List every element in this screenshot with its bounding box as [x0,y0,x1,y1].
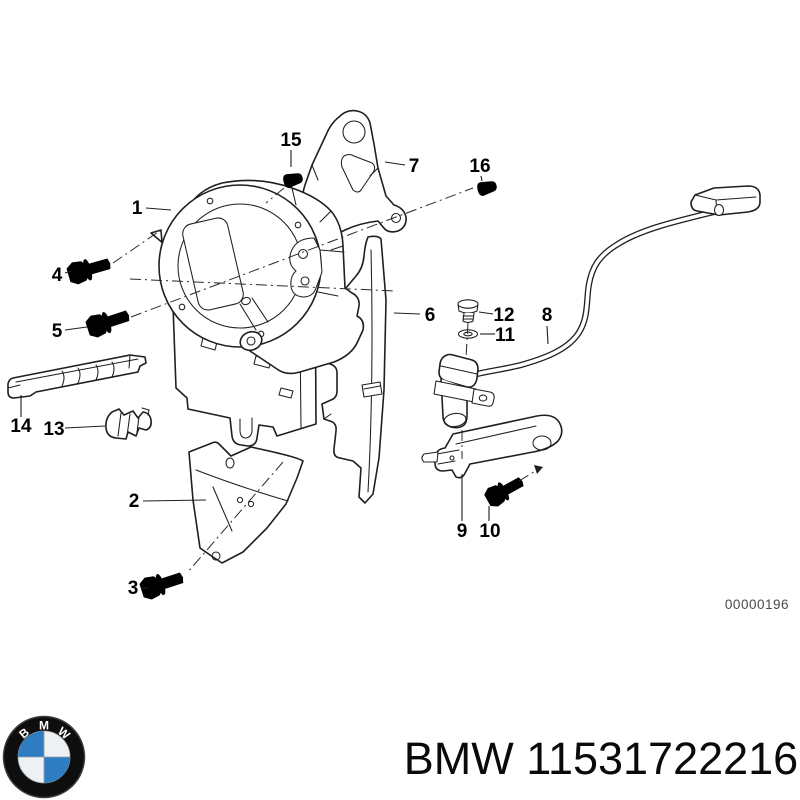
callout-7: 7 [409,156,420,177]
callout-9: 9 [457,521,468,542]
roundel-quadrant-blue-tl [18,731,44,757]
callout-10: 10 [479,521,500,542]
callout-3: 3 [128,578,139,599]
callout-13: 13 [43,419,64,440]
part-2-lower-cover [188,441,304,564]
callout-14: 14 [10,416,32,437]
callout-6: 6 [425,305,436,326]
part-14-rail [7,354,147,399]
callout-12: 12 [493,305,514,326]
part-9-sensor-and-bracket [421,353,563,479]
leader-lines [20,150,549,589]
logo-letter-m: M [39,719,49,733]
assembly-axis-lines [112,187,538,574]
part-16-dowel [475,178,499,197]
part-10-bolt [482,471,528,510]
callout-8: 8 [542,305,553,326]
part-8-sensor-cable [473,185,761,378]
callout-1: 1 [132,198,143,219]
part-5-bolt [84,304,133,340]
drawing-code: 00000196 [725,597,789,612]
roundel-cross-lines [18,731,70,783]
callout-4: 4 [52,265,63,286]
part-12-plug-screw [457,299,479,324]
part-6-guide-rail [320,235,387,504]
axis-arrowhead [534,465,543,474]
bmw-logo: B M W [2,715,86,799]
callout-2: 2 [129,491,140,512]
part-4-bolt [65,252,114,287]
part-1-upper-cover [158,179,365,375]
callout-15: 15 [280,130,302,151]
roundel-quadrant-blue-br [44,757,70,783]
part-number-text: BMW 11531722216 [404,733,798,784]
callout-11: 11 [495,325,516,346]
part-13-clamp [105,407,152,440]
callout-5: 5 [52,321,63,342]
part-3-bolt [138,566,187,602]
callout-16: 16 [469,156,490,177]
